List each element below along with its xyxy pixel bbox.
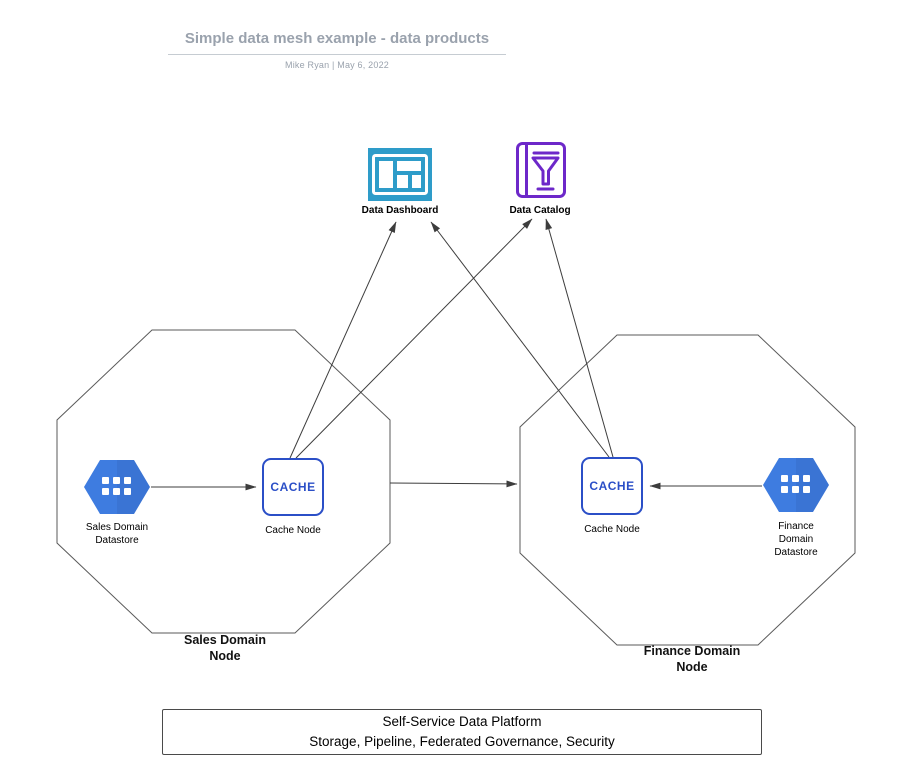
finance-cache-label: Cache Node	[584, 524, 640, 535]
arrow-sales-cache-to-catalog	[295, 218, 533, 459]
arrow-finance-cache-to-catalog	[545, 218, 614, 458]
platform-box: Self-Service Data Platform Storage, Pipe…	[162, 709, 762, 755]
sales-cache-text: CACHE	[270, 480, 316, 494]
diagram-header: Simple data mesh example - data products…	[168, 30, 506, 70]
data-catalog-icon	[513, 140, 569, 205]
sales-datastore-label: Sales Domain Datastore	[85, 522, 149, 546]
sales-cache-label: Cache Node	[265, 525, 321, 536]
finance-cache-text: CACHE	[589, 479, 635, 493]
sales-cache-node: CACHE	[262, 458, 324, 516]
sales-node-label: Sales Domain Node	[184, 633, 266, 664]
finance-datastore-icon	[762, 456, 830, 519]
data-catalog-label: Data Catalog	[509, 205, 571, 216]
byline: Mike Ryan | May 6, 2022	[285, 60, 389, 70]
arrow-sales-to-finance	[389, 480, 518, 488]
sales-octagon	[56, 329, 391, 634]
finance-node-label: Finance Domain Node	[643, 644, 741, 675]
arrow-finance-cache-to-dashboard	[430, 221, 610, 458]
finance-octagon	[519, 334, 856, 646]
page-title: Simple data mesh example - data products	[168, 30, 506, 55]
finance-datastore-label: Finance Domain Datastore	[774, 521, 818, 558]
data-dashboard-label: Data Dashboard	[361, 205, 439, 216]
finance-cache-node: CACHE	[581, 457, 643, 515]
platform-title: Self-Service Data Platform	[382, 714, 542, 730]
arrow-sales-cache-to-dashboard	[289, 221, 397, 459]
sales-datastore-icon	[83, 458, 151, 521]
platform-subtitle: Storage, Pipeline, Federated Governance,…	[309, 734, 615, 749]
data-dashboard-icon	[368, 148, 432, 206]
